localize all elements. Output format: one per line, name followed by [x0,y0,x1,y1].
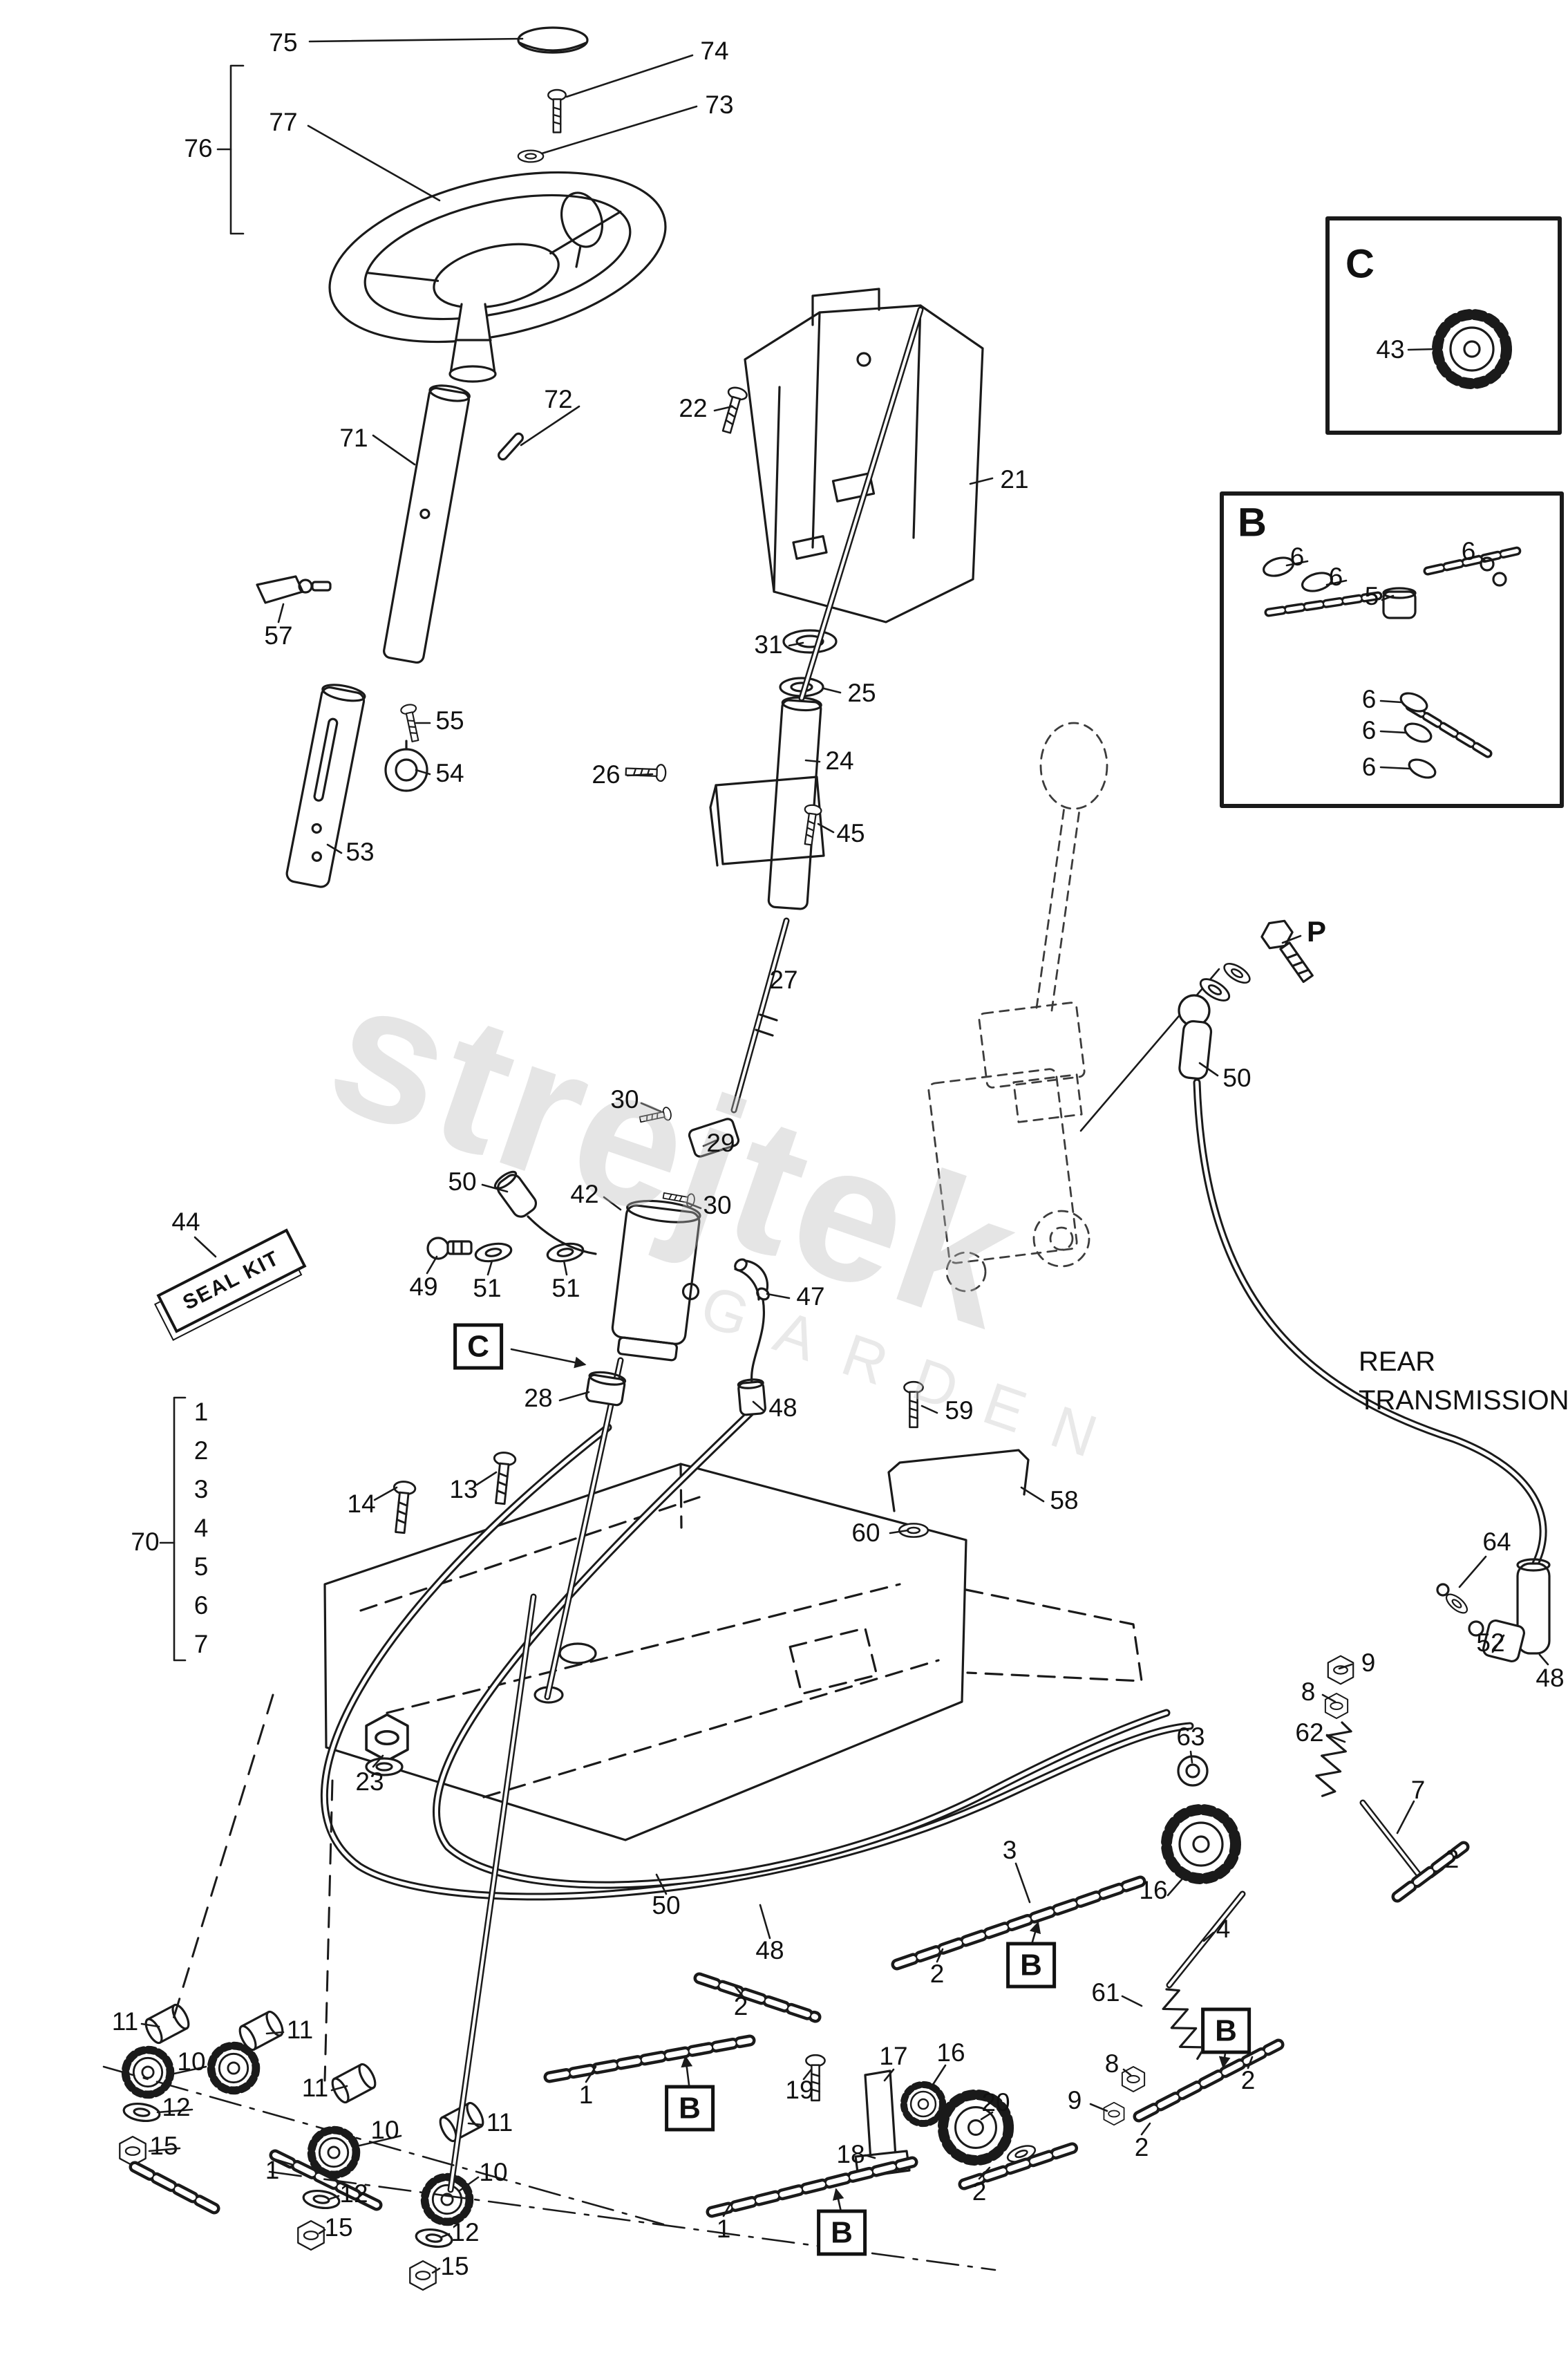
leader-lines [140,37,1549,2274]
hydraulic-hoses [320,1078,1547,1901]
column-lower-tube [285,684,366,888]
rear-transmission-label: REAR TRANSMISSION [1359,1342,1568,1420]
bearing-upper [782,629,838,654]
shaft-coupler [638,1106,740,1208]
callout-box-c [1325,216,1562,435]
console-screw [717,384,749,435]
clamp-ring [384,740,428,792]
hose-upper [750,1298,765,1384]
steering-cap [517,26,589,54]
hose-fittings [426,1170,597,1265]
cap-screw [547,88,567,133]
elbow-fitting [734,1258,770,1301]
idler-assembly [805,2054,1039,2179]
retainer-rod [887,1449,1030,1512]
chain-tensioner-right [1310,1655,1424,1881]
lower-spline-shaft [544,1357,624,1700]
steering-shaft [730,306,924,1114]
axle-shaft [447,1593,537,2193]
rear-transmission-line2: TRANSMISSION [1359,1385,1568,1416]
chassis-frame [323,1463,1143,1841]
rear-transmission-line1: REAR [1359,1346,1436,1377]
steering-column-upper [383,384,471,664]
roll-pin [498,432,524,461]
center-lines [102,1693,996,2271]
steering-valve-unit [611,1199,701,1362]
frame-screw-13 [489,1450,518,1506]
tilt-lever [256,575,332,604]
cap-washer [517,149,545,163]
rear-hose-end [1436,1558,1551,1662]
mount-bracket [709,776,825,867]
bracket-screw-side [625,762,667,782]
hydraulic-valve-ghost [927,722,1108,1293]
frame-nut [365,1713,409,1763]
bearing-lower [779,677,824,697]
p-washer-1 [1220,959,1254,988]
frame-nut-washer [365,1757,404,1776]
column-sleeve [767,696,822,910]
drive-chains [129,1841,1470,2218]
steering-wheel-knob [560,191,603,268]
chain-tensioner-left [1103,1890,1246,2126]
ball-joint-fitting [1178,994,1213,1080]
steering-console [744,288,984,623]
p-bolt [1260,919,1314,984]
steering-wheel-hub-post [448,303,497,383]
callout-box-b [1220,491,1564,808]
dust-cap [585,1371,627,1407]
axle-hub-cluster [119,2001,488,2291]
clip-screw [903,1380,924,1429]
drive-sprocket [1166,1810,1236,1879]
steering-wheel [328,171,667,344]
sprocket-washer [1177,1755,1209,1787]
